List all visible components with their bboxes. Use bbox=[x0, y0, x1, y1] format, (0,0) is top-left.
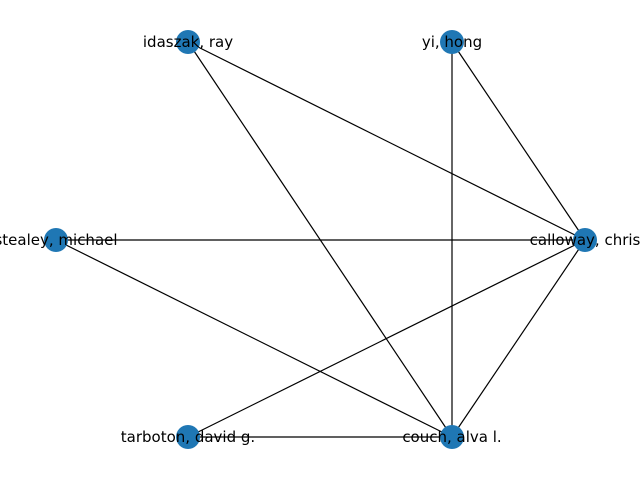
node-layer bbox=[44, 30, 597, 449]
edge-idaszak-calloway bbox=[187, 41, 586, 241]
edge-calloway-couch bbox=[451, 239, 586, 438]
node-label-idaszak: idaszak, ray bbox=[143, 33, 233, 51]
node-idaszak bbox=[176, 30, 200, 54]
node-label-calloway: calloway, chris bbox=[530, 231, 640, 249]
node-stealey bbox=[44, 228, 68, 252]
label-layer: idaszak, ray yi, hong stealey, michael call… bbox=[0, 33, 640, 446]
node-tarboton bbox=[176, 425, 200, 449]
node-label-yi: yi, hong bbox=[422, 33, 482, 51]
edge-layer bbox=[55, 41, 586, 438]
node-couch bbox=[440, 425, 464, 449]
node-label-couch: couch, alva l. bbox=[402, 428, 501, 446]
edge-calloway-tarboton bbox=[187, 239, 586, 438]
node-label-tarboton: tarboton, david g. bbox=[121, 428, 255, 446]
edge-stealey-couch bbox=[55, 239, 453, 438]
node-yi bbox=[440, 30, 464, 54]
node-calloway bbox=[573, 228, 597, 252]
node-label-stealey: stealey, michael bbox=[0, 231, 118, 249]
edge-yi-calloway bbox=[451, 41, 586, 241]
